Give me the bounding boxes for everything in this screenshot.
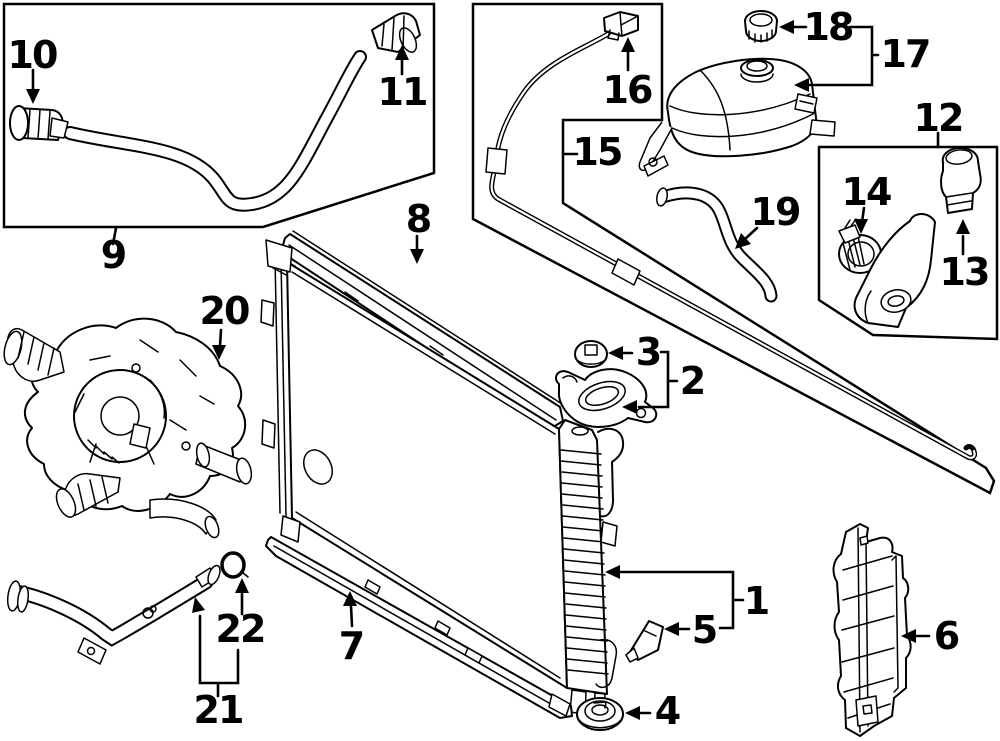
arrowhead-1: [605, 565, 620, 579]
group-box-9: [2, 2, 436, 229]
arrowhead-5: [664, 622, 679, 636]
line-15-fitting-a: [485, 147, 508, 175]
callout-9: 9: [101, 233, 126, 277]
arrowhead-3: [608, 346, 623, 360]
arrowhead-13: [956, 219, 970, 234]
part-support-bar-7: [265, 536, 573, 719]
callout-21: 21: [194, 688, 243, 732]
part-bracket-2: [555, 368, 658, 428]
callout-17: 17: [881, 32, 930, 76]
arrowhead-14: [854, 219, 868, 234]
arrowhead-2: [622, 400, 637, 414]
thermostat-right-outlet: [195, 442, 253, 485]
part-fitting-11: [371, 12, 421, 53]
part-elbow-hose-12: [853, 213, 936, 328]
bracket-17: [806, 25, 880, 87]
thermostat-bottom-pipe: [149, 498, 220, 539]
arrowhead-8: [410, 249, 424, 264]
arrowhead-17: [794, 78, 809, 92]
part-o-ring-22: [220, 551, 249, 579]
part-reservoir-17: [638, 10, 836, 177]
callout-13: 13: [940, 250, 989, 294]
callout-2: 2: [680, 359, 704, 403]
arrowhead-10: [26, 89, 40, 104]
callout-leaders: [26, 20, 970, 720]
callout-15: 15: [573, 130, 622, 174]
thermostat-lower-stub: [55, 472, 121, 518]
callout-11: 11: [378, 70, 427, 114]
reservoir-body: [666, 57, 818, 158]
part-drain-plug-5: [625, 620, 664, 663]
part-radiator-1: [260, 230, 625, 719]
arrowhead-22: [235, 578, 249, 593]
callout-12: 12: [914, 96, 963, 140]
box-9-outline: [2, 2, 436, 229]
arrowhead-18: [779, 20, 794, 34]
arrowhead-19: [735, 233, 751, 249]
part-mount-4: [576, 697, 624, 731]
callout-10: 10: [8, 33, 57, 77]
part-elbow-13: [940, 147, 982, 214]
reservoir-port: [794, 93, 818, 114]
bracket-21-22: [198, 614, 240, 698]
hose-9-fill: [65, 52, 365, 210]
part-hose-19: [656, 186, 778, 303]
part-cap-18: [744, 10, 778, 43]
arrowhead-11: [395, 45, 409, 60]
arrowhead-21: [192, 597, 205, 613]
arrowhead-6: [901, 629, 916, 643]
part-thermostat-housing-20: [3, 317, 253, 539]
callout-19: 19: [751, 190, 800, 234]
callout-16: 16: [603, 68, 652, 112]
part-baffle-6: [832, 523, 912, 737]
arrowhead-20: [212, 345, 226, 360]
part-coolant-line-15: [485, 11, 977, 461]
radiator-left-tank: [274, 256, 287, 517]
bracket-2: [637, 350, 679, 409]
callout-4: 4: [655, 689, 680, 733]
part-upper-hose: [9, 12, 421, 212]
part-pipe-21: [6, 564, 221, 665]
thermostat-left-stub: [3, 327, 65, 382]
line-15-fitting-b: [611, 258, 641, 286]
callout-3: 3: [636, 330, 660, 374]
part-fitting-10: [9, 105, 69, 141]
reservoir-outlet: [809, 119, 836, 137]
callout-18: 18: [804, 5, 853, 49]
leader-7: [349, 604, 354, 628]
callout-14: 14: [842, 170, 891, 214]
arrowhead-16: [621, 37, 635, 52]
callout-22: 22: [216, 607, 265, 651]
part-grommet-3: [574, 340, 608, 368]
leader-9: [111, 226, 118, 246]
callout-7: 7: [339, 624, 363, 668]
callout-labels: 1 2 3 4 5 6 7 8 9 10 11 12 13 14 15 16 1…: [8, 5, 991, 733]
callout-5: 5: [692, 608, 716, 652]
bracket-1-5: [718, 570, 745, 630]
part-clip-16: [603, 11, 639, 41]
callout-8: 8: [406, 197, 431, 241]
callout-1: 1: [744, 579, 768, 623]
leader-19: [743, 226, 759, 241]
arrowhead-7: [343, 591, 357, 606]
callout-20: 20: [200, 289, 249, 333]
arrowhead-4: [625, 706, 640, 720]
callout-6: 6: [934, 614, 959, 658]
radiator-right-tank: [558, 419, 625, 715]
leader-20: [218, 328, 223, 348]
